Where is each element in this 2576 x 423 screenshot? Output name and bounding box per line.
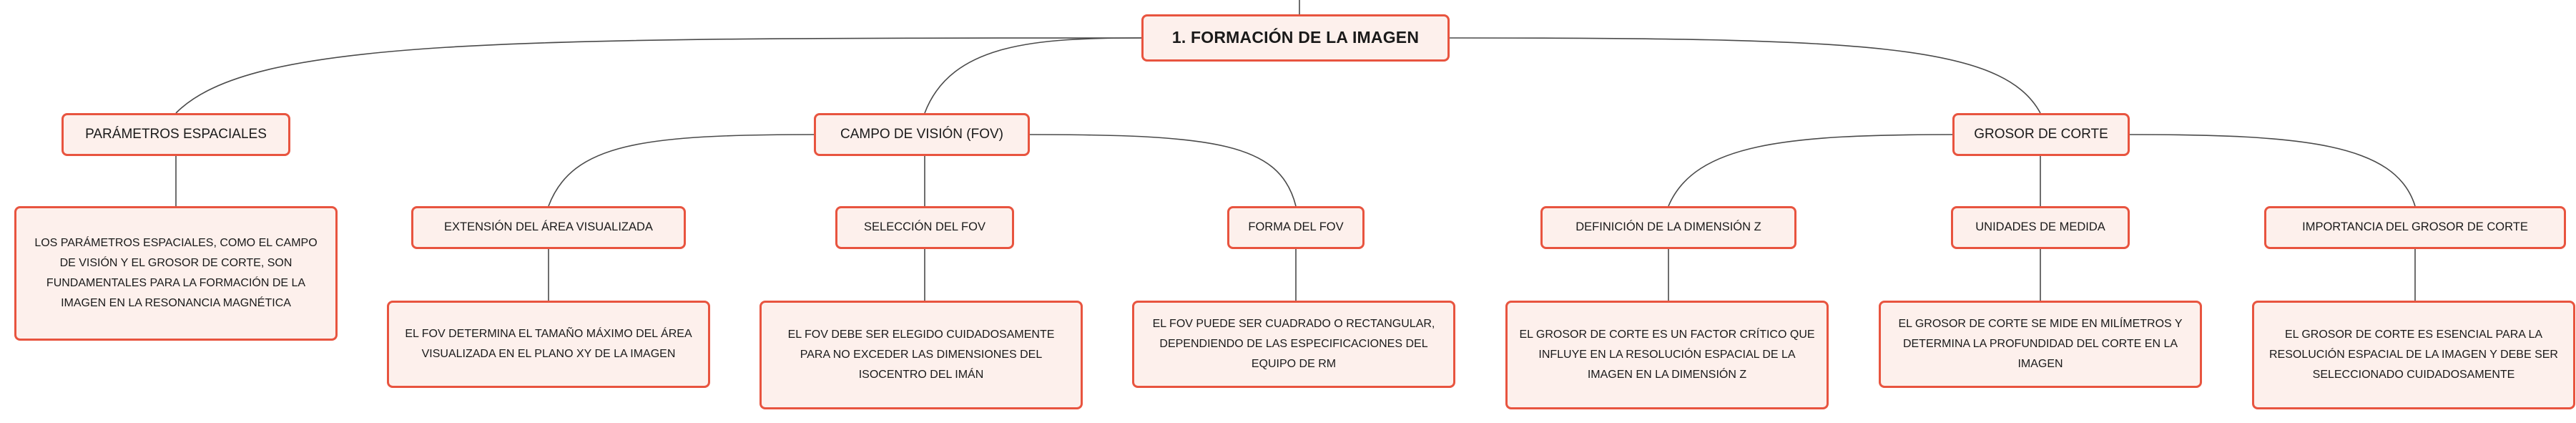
node-dimension-descripcion-text: EL GROSOR DE CORTE ES UN FACTOR CRÍTICO … bbox=[1519, 329, 1815, 381]
node-extension-descripcion-text: EL FOV DETERMINA EL TAMAÑO MÁXIMO DEL ÁR… bbox=[405, 328, 692, 360]
node-seleccion-fov-label: SELECCIÓN DEL FOV bbox=[864, 220, 985, 234]
connector-fov-extension bbox=[548, 134, 815, 207]
connector-fov-forma bbox=[1029, 134, 1297, 207]
node-parametros-espaciales[interactable]: PARÁMETROS ESPACIALES bbox=[62, 113, 290, 156]
connector-root-fov bbox=[924, 37, 1142, 114]
node-unidades-descripcion[interactable]: EL GROSOR DE CORTE SE MIDE EN MILÍMETROS… bbox=[1879, 301, 2202, 388]
node-dimension-descripcion[interactable]: EL GROSOR DE CORTE ES UN FACTOR CRÍTICO … bbox=[1505, 301, 1829, 409]
root-node-label: 1. FORMACIÓN DE LA IMAGEN bbox=[1171, 28, 1420, 47]
node-extension-descripcion[interactable]: EL FOV DETERMINA EL TAMAÑO MÁXIMO DEL ÁR… bbox=[387, 301, 710, 388]
node-campo-de-vision-label: CAMPO DE VISIÓN (FOV) bbox=[840, 127, 1004, 142]
node-unidades-medida-label: UNIDADES DE MEDIDA bbox=[1975, 220, 2105, 234]
node-seleccion-descripcion[interactable]: EL FOV DEBE SER ELEGIDO CUIDADOSAMENTE P… bbox=[759, 301, 1083, 409]
node-forma-descripcion-text: EL FOV PUEDE SER CUADRADO O RECTANGULAR,… bbox=[1152, 318, 1435, 370]
node-parametros-descripcion[interactable]: LOS PARÁMETROS ESPACIALES, COMO EL CAMPO… bbox=[14, 206, 338, 341]
node-importancia-descripcion-text: EL GROSOR DE CORTE ES ESENCIAL PARA LA R… bbox=[2269, 329, 2558, 381]
node-forma-fov-label: FORMA DEL FOV bbox=[1248, 220, 1344, 234]
node-seleccion-descripcion-text: EL FOV DEBE SER ELEGIDO CUIDADOSAMENTE P… bbox=[787, 329, 1055, 381]
node-extension-area-label: EXTENSIÓN DEL ÁREA VISUALIZADA bbox=[444, 220, 653, 234]
connector-root-grosor bbox=[1449, 37, 2041, 114]
connector-grosor-importancia bbox=[2129, 134, 2416, 207]
node-forma-fov[interactable]: FORMA DEL FOV bbox=[1227, 206, 1365, 249]
node-forma-descripcion[interactable]: EL FOV PUEDE SER CUADRADO O RECTANGULAR,… bbox=[1132, 301, 1455, 388]
node-unidades-descripcion-text: EL GROSOR DE CORTE SE MIDE EN MILÍMETROS… bbox=[1898, 318, 2183, 370]
node-parametros-espaciales-label: PARÁMETROS ESPACIALES bbox=[85, 127, 267, 142]
node-grosor-de-corte-label: GROSOR DE CORTE bbox=[1974, 127, 2108, 142]
node-unidades-medida[interactable]: UNIDADES DE MEDIDA bbox=[1951, 206, 2130, 249]
connector-grosor-dimension bbox=[1668, 134, 1953, 207]
node-seleccion-fov[interactable]: SELECCIÓN DEL FOV bbox=[835, 206, 1014, 249]
node-importancia-grosor[interactable]: IMPORTANCIA DEL GROSOR DE CORTE bbox=[2264, 206, 2566, 249]
root-node[interactable]: 1. FORMACIÓN DE LA IMAGEN bbox=[1141, 14, 1450, 62]
node-campo-de-vision[interactable]: CAMPO DE VISIÓN (FOV) bbox=[814, 113, 1030, 156]
connector-root-parametros bbox=[175, 37, 1142, 114]
node-grosor-de-corte[interactable]: GROSOR DE CORTE bbox=[1952, 113, 2130, 156]
node-dimension-z-label: DEFINICIÓN DE LA DIMENSIÓN Z bbox=[1575, 220, 1761, 234]
node-dimension-z[interactable]: DEFINICIÓN DE LA DIMENSIÓN Z bbox=[1540, 206, 1796, 249]
node-parametros-descripcion-text: LOS PARÁMETROS ESPACIALES, COMO EL CAMPO… bbox=[34, 237, 318, 309]
node-importancia-descripcion[interactable]: EL GROSOR DE CORTE ES ESENCIAL PARA LA R… bbox=[2252, 301, 2575, 409]
node-extension-area[interactable]: EXTENSIÓN DEL ÁREA VISUALIZADA bbox=[411, 206, 686, 249]
node-importancia-grosor-label: IMPORTANCIA DEL GROSOR DE CORTE bbox=[2302, 220, 2528, 234]
